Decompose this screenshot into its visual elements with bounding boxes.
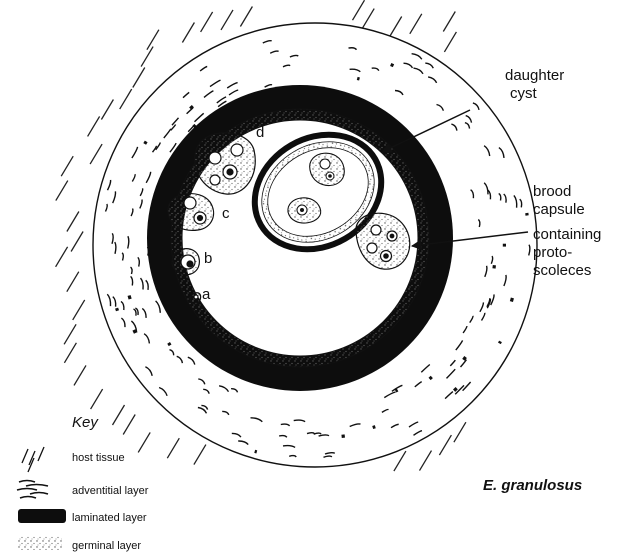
adventitial-dash xyxy=(190,106,193,108)
host-hatch-mark xyxy=(61,156,73,176)
host-hatch-mark xyxy=(167,438,179,458)
host-hatch-mark xyxy=(390,17,402,37)
adventitial-dash xyxy=(134,330,136,333)
host-hatch-mark xyxy=(443,12,455,32)
host-hatch-mark xyxy=(362,9,374,29)
species-name: E. granulosus xyxy=(483,477,582,494)
host-hatch-mark xyxy=(394,451,406,471)
dash-cluster-icon xyxy=(17,481,48,499)
stage-label-c: c xyxy=(222,205,230,222)
host-hatch-mark xyxy=(444,32,456,52)
host-hatch-mark xyxy=(201,12,213,32)
host-hatch-mark xyxy=(91,389,103,409)
host-hatch-mark xyxy=(88,116,100,136)
black-bar-icon xyxy=(18,509,66,523)
stage-c-capsule xyxy=(168,194,214,231)
key-title: Key xyxy=(72,414,99,431)
host-hatch-mark xyxy=(221,10,233,30)
host-hatch-mark xyxy=(182,23,194,43)
stage-label-a: a xyxy=(202,286,211,303)
stage-a-bud xyxy=(190,293,201,304)
host-hatch-mark xyxy=(439,435,451,455)
key-item-host-tissue: host tissue xyxy=(72,452,125,464)
daughter-cyst-label: daughter cyst xyxy=(505,67,568,102)
host-hatch-mark xyxy=(123,415,135,435)
host-hatch-mark xyxy=(420,451,432,471)
key-item-germinal-layer: germinal layer xyxy=(72,540,141,552)
host-hatch-mark xyxy=(71,232,83,252)
host-hatch-mark xyxy=(64,324,76,344)
adventitial-dash xyxy=(430,377,432,379)
host-hatch-mark xyxy=(113,405,125,425)
host-hatch-mark xyxy=(133,68,145,88)
adventitial-dash xyxy=(357,78,359,79)
adventitial-dash xyxy=(117,308,118,311)
key: Key host tissue adventitial layer lamina… xyxy=(17,414,149,552)
adventitial-dash xyxy=(129,296,130,300)
adventitial-dash xyxy=(454,388,457,391)
adventitial-dash xyxy=(145,141,147,144)
adventitial-dash xyxy=(255,451,257,452)
adventitial-dash xyxy=(499,341,500,343)
host-hatch-mark xyxy=(90,144,102,164)
host-hatch-mark xyxy=(64,343,76,363)
key-item-laminated-layer: laminated layer xyxy=(72,512,147,524)
host-hatch-mark xyxy=(120,89,132,109)
stage-label-d: d xyxy=(256,124,264,141)
host-hatch-mark xyxy=(454,422,466,442)
host-hatch-mark xyxy=(56,247,68,267)
adventitial-dash xyxy=(373,427,376,428)
adventitial-dash xyxy=(169,343,171,345)
host-hatch-mark xyxy=(67,272,79,292)
host-hatch-mark xyxy=(240,7,252,27)
host-hatch-mark xyxy=(56,181,68,201)
stage-b-capsule xyxy=(172,249,199,275)
adventitial-dash xyxy=(396,390,398,391)
host-hatch-mark xyxy=(101,100,113,120)
brood-capsule-label: brood capsule containing proto- scoleces xyxy=(533,183,606,279)
host-hatch-mark xyxy=(73,300,85,320)
adventitial-dash xyxy=(464,357,466,360)
hatch-icon xyxy=(22,447,44,472)
stipple-icon xyxy=(18,536,62,550)
host-hatch-mark xyxy=(410,14,422,34)
host-hatch-mark xyxy=(74,365,86,385)
host-hatch-mark xyxy=(138,432,150,452)
host-hatch-mark xyxy=(67,212,79,232)
key-item-adventitial-layer: adventitial layer xyxy=(72,485,149,497)
adventitial-dash xyxy=(511,298,512,302)
adventitial-dash xyxy=(391,65,394,66)
host-hatch-mark xyxy=(194,445,206,465)
stage-label-b: b xyxy=(204,250,212,267)
host-hatch-mark xyxy=(353,0,365,20)
